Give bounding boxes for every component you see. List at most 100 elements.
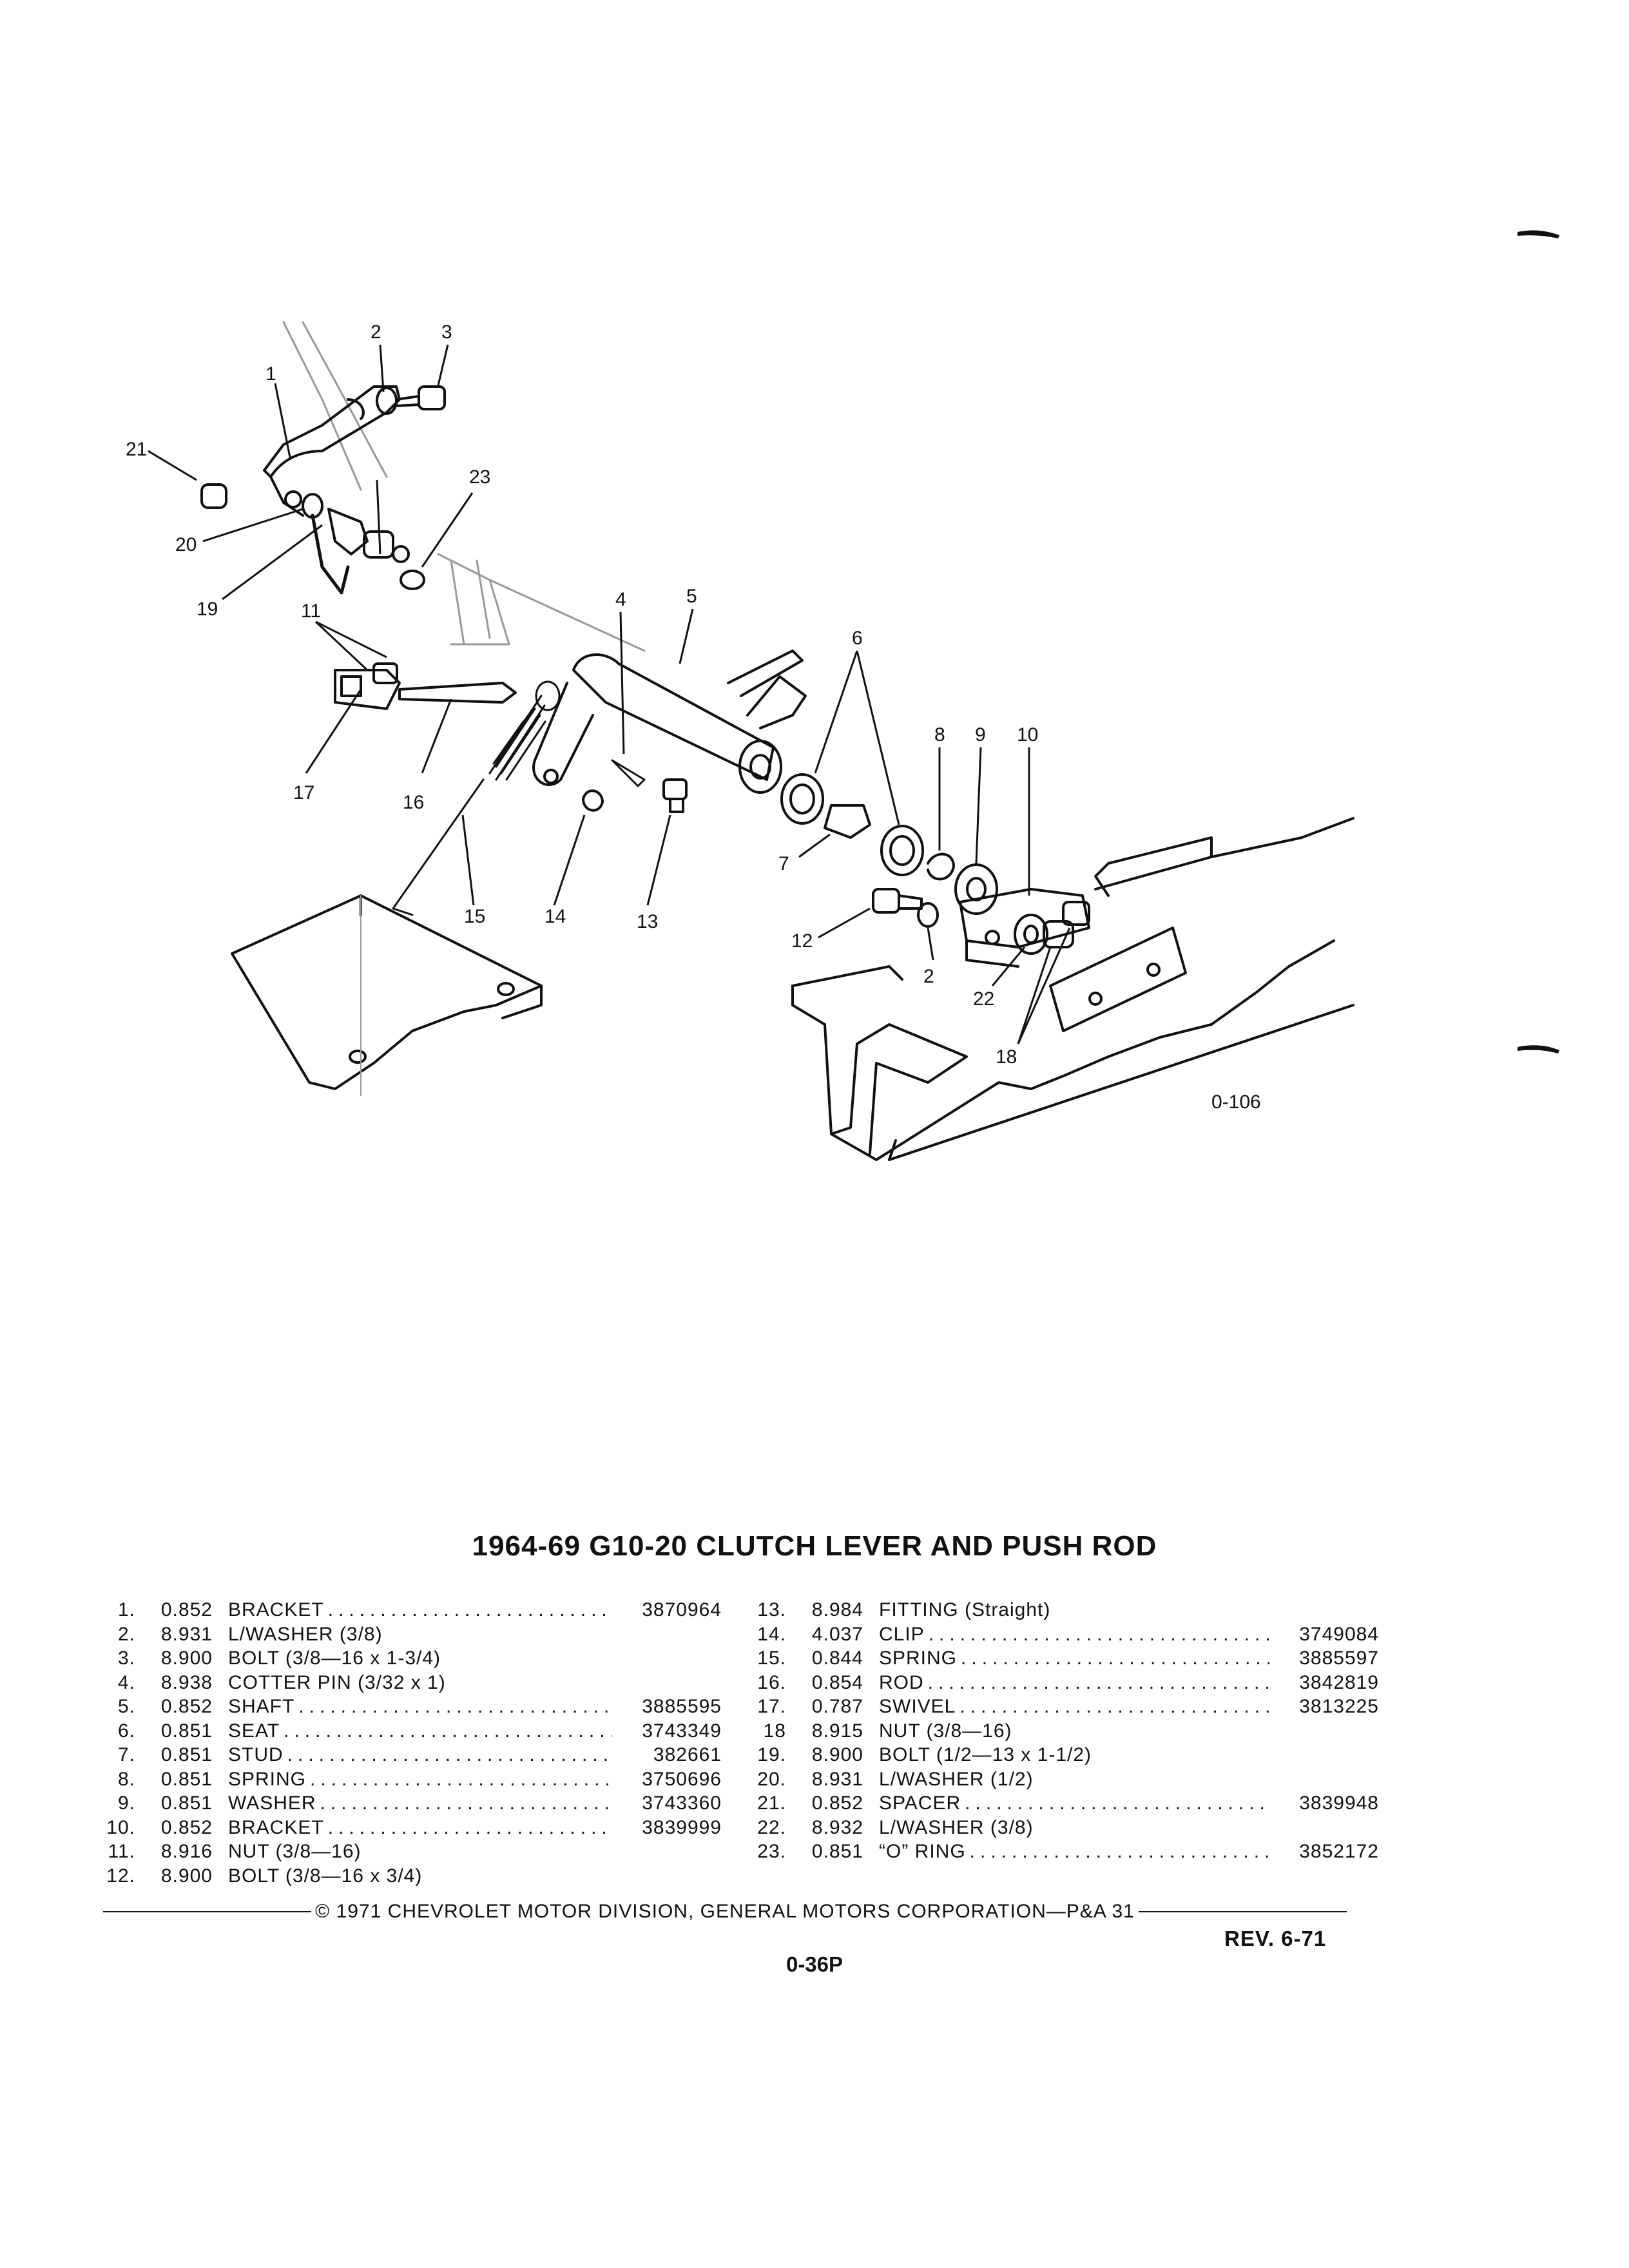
part-label: SWIVEL (879, 1696, 960, 1717)
part-label: L/WASHER (3/8) (228, 1623, 387, 1645)
group-code: 0.851 (160, 1768, 213, 1790)
group-code: 8.938 (160, 1671, 213, 1693)
part-label: NUT (3/8—16) (228, 1841, 365, 1862)
item-number: 22. (757, 1816, 786, 1838)
part-label: SEAT (228, 1720, 284, 1742)
item-number: 5. (117, 1696, 135, 1717)
part-number: 3839948 (1299, 1792, 1379, 1814)
dot-leader: ........................................… (287, 1744, 612, 1765)
part-label: BOLT (1/2—13 x 1-1/2) (879, 1744, 1096, 1765)
callout-7: 7 (778, 853, 789, 874)
part-description: SEAT....................................… (213, 1719, 612, 1744)
part-swivel-17 (334, 662, 401, 710)
part-description: SPACER..................................… (863, 1791, 1269, 1816)
part-number: 3750696 (642, 1768, 722, 1790)
group-code: 0.851 (160, 1720, 213, 1742)
callout-15: 15 (464, 906, 485, 927)
part-description: L/WASHER (1/2) (863, 1767, 1269, 1792)
callout-20: 20 (175, 534, 197, 555)
page-title: 1964-69 G10-20 CLUTCH LEVER AND PUSH ROD (472, 1530, 1157, 1562)
callout-11: 11 (301, 601, 321, 622)
callout-4: 4 (615, 589, 626, 610)
part-number: 3749084 (1299, 1623, 1379, 1645)
item-number: 11. (108, 1841, 135, 1862)
part-label: SPRING (228, 1768, 311, 1790)
part-label: COTTER PIN (3/32 x 1) (228, 1671, 450, 1693)
callout-13: 13 (637, 911, 658, 932)
part-label: L/WASHER (1/2) (879, 1768, 1037, 1790)
part-description: BRACKET.................................… (213, 1598, 612, 1622)
part-number (1269, 1598, 1379, 1622)
part-number: 382661 (653, 1744, 722, 1765)
part-number (612, 1864, 722, 1888)
part-cotter-pin-4 (611, 759, 646, 787)
part-number (1269, 1719, 1379, 1744)
part-label: FITTING (Straight) (879, 1599, 1055, 1620)
group-code: 0.854 (811, 1671, 863, 1693)
callout-2-lower: 2 (923, 966, 934, 987)
part-lockwasher-2-lower (917, 902, 939, 928)
item-number: 21. (757, 1792, 786, 1814)
part-description: BOLT (3/8—16 x 3/4) (213, 1864, 612, 1888)
part-label: ROD (879, 1671, 928, 1693)
part-description: SPRING..................................… (213, 1767, 612, 1792)
part-nuts-18 (1043, 901, 1090, 948)
group-code: 0.851 (160, 1792, 213, 1814)
part-washer-bolt-top (376, 385, 446, 415)
item-number: 13. (757, 1599, 786, 1620)
part-description: FITTING (Straight) (863, 1598, 1269, 1622)
item-number: 4. (117, 1671, 135, 1693)
part-row: 13. 8.984 FITTING (Straight) (735, 1598, 1379, 1622)
part-label: BOLT (3/8—16 x 1-3/4) (228, 1648, 445, 1669)
part-description: SHAFT...................................… (213, 1695, 612, 1719)
exploded-parts-diagram: 1 2 3 4 5 6 7 8 9 10 11 12 13 14 15 16 1… (126, 230, 1559, 1161)
rule-left (103, 1911, 312, 1912)
group-code: 8.900 (160, 1865, 213, 1887)
copyright-text: © 1971 CHEVROLET MOTOR DIVISION, GENERAL… (315, 1901, 1135, 1922)
callout-16: 16 (403, 792, 424, 813)
item-number: 8. (117, 1768, 135, 1790)
dot-leader: ........................................… (927, 1671, 1269, 1693)
part-number: 3842819 (1299, 1671, 1379, 1693)
item-number: 16. (757, 1671, 786, 1693)
part-description: CLIP....................................… (863, 1622, 1269, 1647)
item-number: 14. (757, 1623, 786, 1645)
item-number: 7. (117, 1744, 135, 1765)
part-fitting-13 (662, 778, 688, 813)
part-description: BOLT (1/2—13 x 1-1/2) (863, 1743, 1269, 1767)
callout-9: 9 (975, 724, 986, 745)
part-number: 3813225 (1299, 1696, 1379, 1717)
item-number: 2. (117, 1623, 135, 1645)
callout-5: 5 (686, 586, 697, 607)
part-description: WASHER..................................… (213, 1791, 612, 1816)
copyright-line: © 1971 CHEVROLET MOTOR DIVISION, GENERAL… (103, 1901, 1347, 1923)
part-number: 3743360 (642, 1792, 722, 1814)
item-number: 23. (757, 1841, 786, 1862)
part-label: STUD (228, 1744, 287, 1765)
callout-2: 2 (371, 322, 381, 343)
dot-leader: ........................................… (327, 1816, 612, 1838)
group-code: 8.984 (811, 1599, 863, 1620)
floor-panel (231, 894, 543, 1096)
callout-1: 1 (265, 363, 276, 385)
callout-23: 23 (469, 466, 490, 488)
dot-leader: ........................................… (320, 1792, 612, 1814)
callout-12: 12 (791, 930, 813, 952)
mounting-plate (1049, 927, 1187, 1032)
part-description: ROD.....................................… (863, 1671, 1269, 1695)
page-number: 0-36P (786, 1952, 843, 1976)
part-label: SPRING (879, 1648, 961, 1669)
part-bolt-12 (872, 888, 923, 914)
